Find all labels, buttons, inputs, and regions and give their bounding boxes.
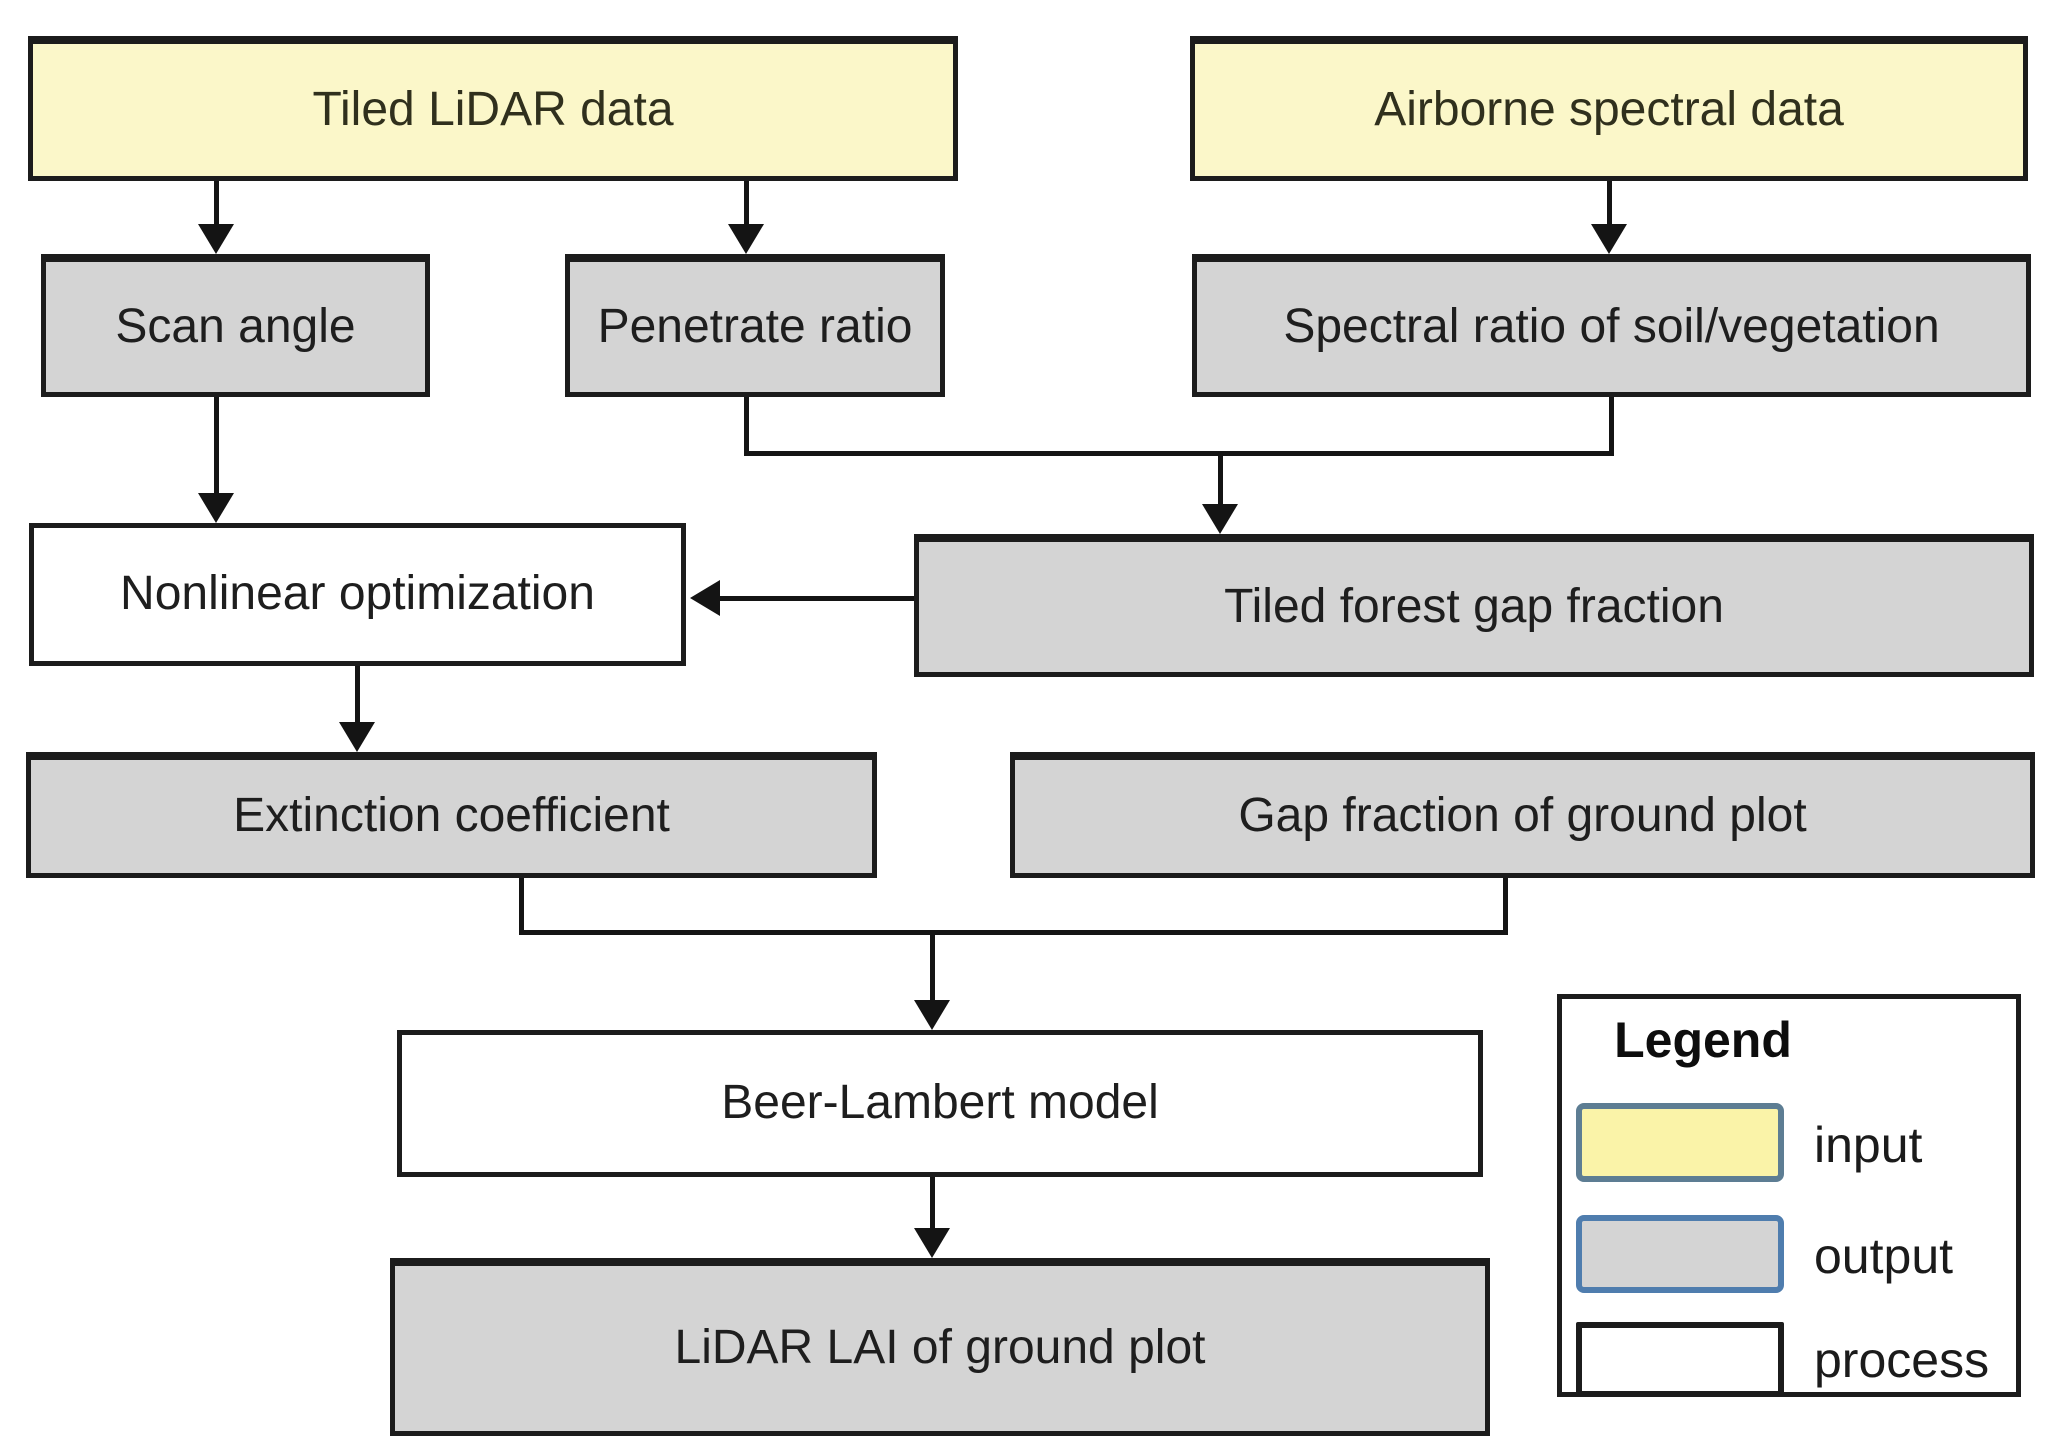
node-label: Gap fraction of ground plot: [1238, 789, 1807, 843]
connector-lidar-to-scanangle: [214, 181, 219, 227]
connector-merge2-horizontal: [519, 930, 1508, 935]
arrowhead-down-icon: [1591, 224, 1627, 254]
node-airborne-spectral-data: Airborne spectral data: [1190, 36, 2028, 181]
connector-airborne-to-spectralratio: [1607, 181, 1612, 227]
node-label: LiDAR LAI of ground plot: [674, 1321, 1206, 1375]
node-label: Extinction coefficient: [233, 789, 670, 843]
legend-swatch-process: [1576, 1322, 1784, 1397]
node-label: Scan angle: [115, 299, 356, 353]
arrowhead-down-icon: [198, 224, 234, 254]
connector-scanangle-to-nonlinear: [214, 397, 219, 495]
node-beer-lambert-model: Beer-Lambert model: [397, 1030, 1483, 1177]
legend-label-input: input: [1814, 1117, 1923, 1173]
node-gap-fraction-ground-plot: Gap fraction of ground plot: [1010, 752, 2035, 878]
node-spectral-ratio-soil-vegetation: Spectral ratio of soil/vegetation: [1192, 254, 2031, 397]
legend: Legend input output process: [1557, 994, 2021, 1397]
connector-extinction-down: [519, 878, 524, 935]
connector-lidar-to-penetrate: [744, 181, 749, 227]
node-label: Tiled forest gap fraction: [1224, 579, 1724, 633]
connector-merge-horizontal: [744, 451, 1614, 456]
connector-spectralratio-down: [1609, 397, 1614, 456]
node-label: Spectral ratio of soil/vegetation: [1283, 299, 1940, 353]
node-label: Penetrate ratio: [597, 299, 913, 353]
connector-beerlambert-to-lai: [930, 1177, 935, 1230]
legend-label-process: process: [1814, 1332, 1990, 1388]
arrowhead-down-icon: [1202, 504, 1238, 534]
node-label: Airborne spectral data: [1374, 82, 1844, 136]
node-label: Beer-Lambert model: [721, 1076, 1159, 1130]
node-lidar-lai-ground-plot: LiDAR LAI of ground plot: [390, 1258, 1490, 1436]
node-label: Nonlinear optimization: [120, 567, 595, 621]
legend-label-output: output: [1814, 1228, 1954, 1284]
connector-nonlinear-to-extinction: [355, 666, 360, 724]
arrowhead-down-icon: [914, 1000, 950, 1030]
arrowhead-down-icon: [339, 722, 375, 752]
legend-swatch-input: [1576, 1103, 1784, 1182]
arrowhead-down-icon: [914, 1228, 950, 1258]
connector-merge-to-tiledgap: [1218, 451, 1223, 506]
arrowhead-down-icon: [198, 493, 234, 523]
legend-title: Legend: [1614, 1012, 1792, 1068]
connector-tiledgap-to-nonlinear: [714, 596, 914, 601]
arrowhead-down-icon: [728, 224, 764, 254]
node-nonlinear-optimization: Nonlinear optimization: [29, 523, 686, 666]
connector-merge2-to-beerlambert: [930, 930, 935, 1002]
node-scan-angle: Scan angle: [41, 254, 430, 397]
node-penetrate-ratio: Penetrate ratio: [565, 254, 945, 397]
node-extinction-coefficient: Extinction coefficient: [26, 752, 877, 878]
connector-penetrate-down: [744, 397, 749, 456]
legend-swatch-output: [1576, 1215, 1784, 1293]
arrowhead-left-icon: [690, 580, 720, 616]
connector-gapground-down: [1503, 878, 1508, 935]
node-label: Tiled LiDAR data: [312, 82, 674, 136]
node-tiled-lidar-data: Tiled LiDAR data: [28, 36, 958, 181]
node-tiled-forest-gap-fraction: Tiled forest gap fraction: [914, 534, 2034, 677]
